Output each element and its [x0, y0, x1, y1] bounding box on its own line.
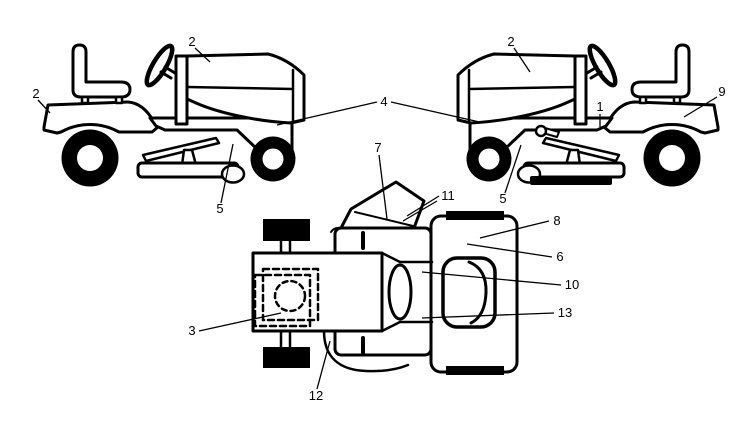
callout-right-deck: 5	[499, 191, 506, 206]
callout-console-upper: 10	[565, 277, 579, 292]
discharge-chute	[339, 180, 426, 230]
deck-skirt	[530, 176, 612, 185]
callout-hoods-shared: 4	[380, 94, 387, 109]
leader-line	[479, 220, 550, 239]
rear-wheel-top-bar	[446, 211, 504, 220]
right-tractor-side-view	[458, 43, 718, 187]
engine-pulley-dashed	[273, 279, 307, 313]
callout-left-fender: 2	[32, 86, 39, 101]
front-wheel-top-bar	[263, 219, 310, 241]
engine-base-dashed	[253, 273, 312, 328]
right-tractor-details	[530, 124, 612, 185]
console-lines	[398, 260, 434, 324]
leader-lines	[37, 47, 718, 390]
callout-right-hood: 2	[507, 34, 514, 49]
leader-line	[421, 312, 555, 319]
callout-rear-body-lower: 6	[556, 249, 563, 264]
seat-back-curve	[467, 260, 488, 325]
ignition-key	[534, 124, 548, 138]
leader-line	[504, 144, 522, 194]
callout-right-fender: 9	[718, 84, 725, 99]
callout-right-frame: 1	[596, 99, 603, 114]
top-view	[251, 180, 519, 375]
callout-engine: 3	[188, 323, 195, 338]
leader-line	[466, 243, 553, 258]
leader-line	[378, 154, 388, 220]
leader-line	[402, 200, 438, 222]
steering-wheel-top-view	[387, 263, 413, 321]
engine-outline-dashed	[261, 267, 320, 322]
leader-line	[513, 47, 531, 73]
leader-line	[683, 96, 718, 118]
leader-line	[406, 195, 440, 217]
hood-neck-lines	[380, 251, 402, 333]
callout-left-hood: 2	[188, 34, 195, 49]
callout-chute-lower: 11	[441, 188, 455, 203]
callout-footrest-arc: 12	[309, 388, 323, 403]
leader-line	[276, 101, 378, 126]
front-wheel-bottom-bar	[263, 347, 310, 368]
leader-line	[316, 340, 331, 390]
front-axles	[279, 239, 292, 349]
chute-fold-line	[354, 211, 414, 227]
leader-line	[421, 271, 562, 286]
leader-line	[390, 101, 485, 124]
left-tractor-side-view	[44, 43, 304, 187]
leader-line	[198, 312, 282, 332]
rear-wheel-bottom-bar	[446, 366, 504, 375]
callout-rear-body-upper: 8	[553, 213, 560, 228]
leader-line	[37, 99, 51, 114]
callout-console-lower: 13	[558, 305, 572, 320]
callout-left-deck: 5	[216, 201, 223, 216]
leader-line	[194, 47, 211, 63]
callout-chute-upper: 7	[374, 140, 381, 155]
callout-labels: 2 2 4 2 1 9 5 5 7 11 8 6 10 13 3 12	[32, 34, 725, 403]
leader-line	[220, 143, 234, 204]
